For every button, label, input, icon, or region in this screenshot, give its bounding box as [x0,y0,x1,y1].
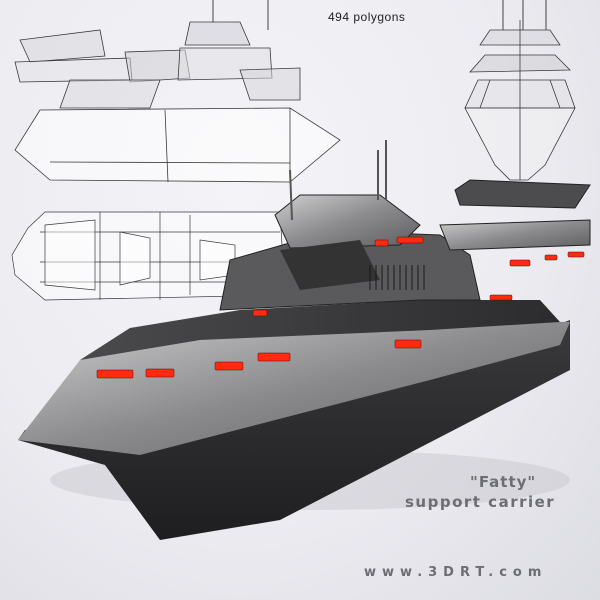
model-name-label: "Fatty" [470,473,537,491]
polygon-count-label: 494 polygons [328,10,406,24]
website-watermark: www.3DRT.com [364,565,548,580]
model-type-label: support carrier [405,493,556,511]
